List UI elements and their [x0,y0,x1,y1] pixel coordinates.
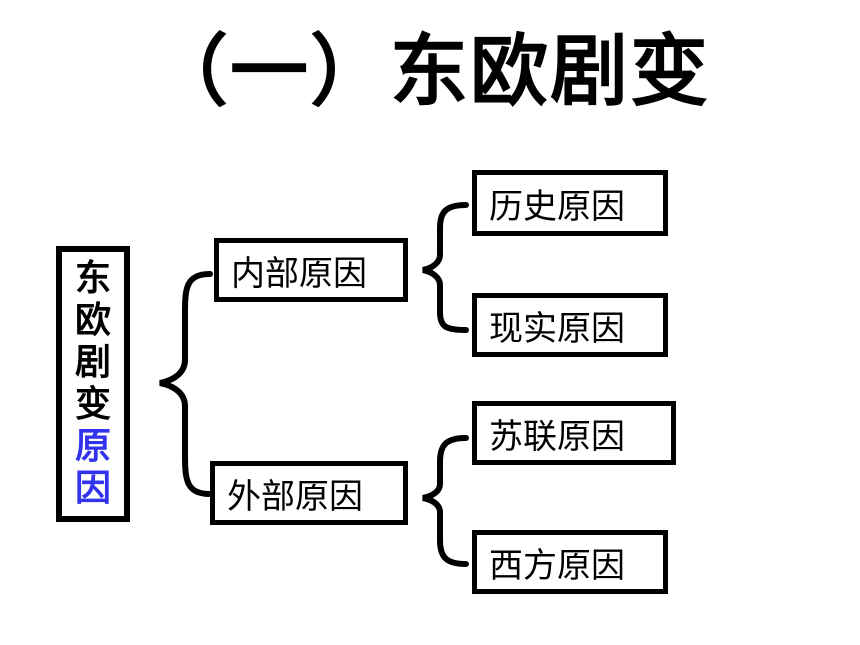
brace-root [159,271,213,497]
root-char-3: 剧 [74,342,111,383]
node-soviet-causes: 苏联原因 [472,401,676,465]
slide-title: （一）东欧剧变 [149,27,710,117]
node-realistic-causes: 现实原因 [472,293,668,357]
brace-internal [422,202,469,333]
root-node-box: 东 欧 剧 变 原 因 [56,246,130,522]
node-western-causes: 西方原因 [472,530,668,594]
root-char-1: 东 [74,258,111,299]
brace-external [422,435,469,567]
node-historical-causes: 历史原因 [472,170,668,236]
root-highlight-char-1: 原 [74,426,111,467]
node-internal-causes: 内部原因 [214,238,408,302]
root-highlight-char-2: 因 [74,468,111,509]
node-external-causes: 外部原因 [210,461,408,525]
root-char-4: 变 [74,384,111,425]
root-char-2: 欧 [74,300,111,341]
